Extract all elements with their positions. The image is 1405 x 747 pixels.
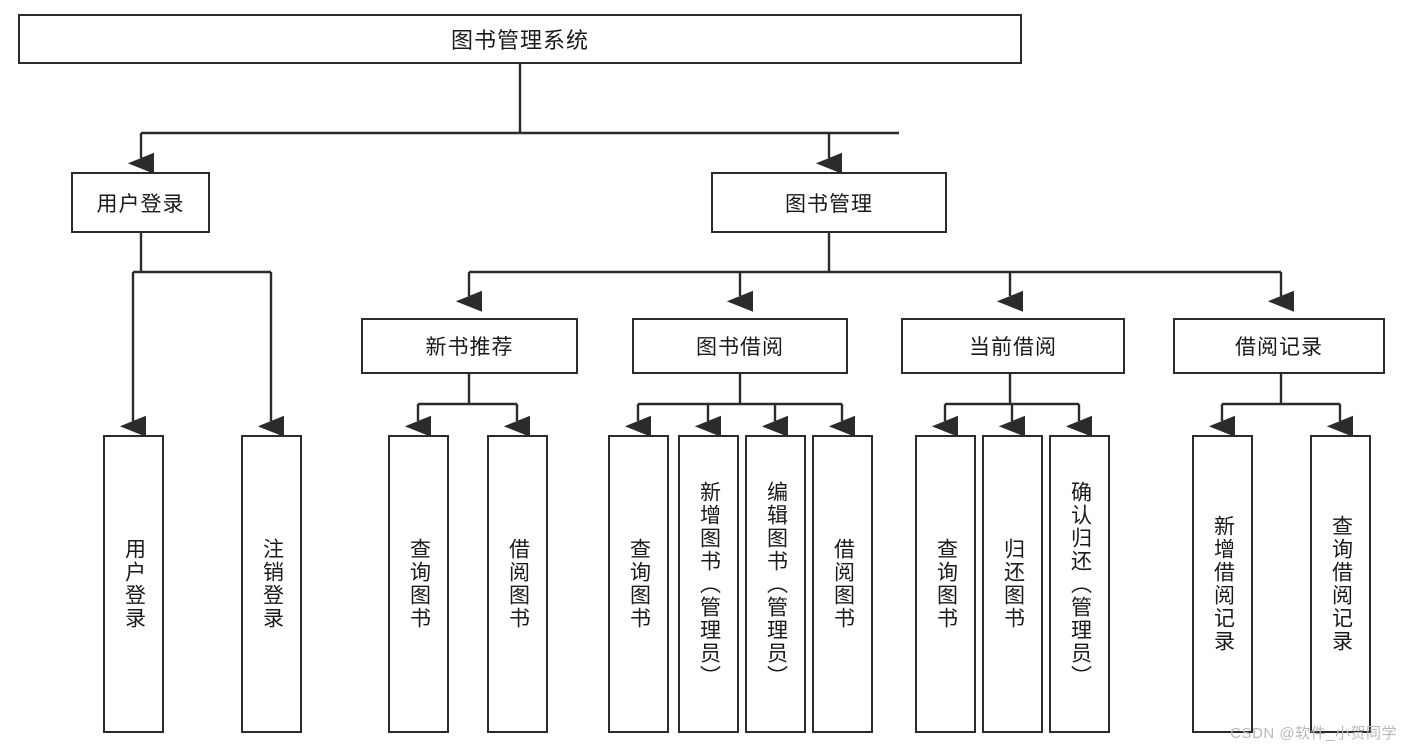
node-book-management[interactable]: 图书管理 xyxy=(711,172,947,233)
node-leaf-edit-book-admin[interactable]: 编辑图书（管理员） xyxy=(745,435,806,733)
node-leaf-query-book-new[interactable]: 查询图书 xyxy=(388,435,449,733)
node-label: 借阅图书 xyxy=(506,538,530,630)
node-book-borrowing[interactable]: 图书借阅 xyxy=(632,318,848,374)
node-new-book-recommendation[interactable]: 新书推荐 xyxy=(361,318,578,374)
node-leaf-borrow-book[interactable]: 借阅图书 xyxy=(812,435,873,733)
node-label: 当前借阅 xyxy=(969,336,1057,359)
node-label: 图书管理系统 xyxy=(450,28,589,53)
node-label: 借阅图书 xyxy=(831,538,855,630)
node-label: 新增图书（管理员） xyxy=(697,480,721,688)
node-label: 注销登录 xyxy=(260,538,284,630)
node-label: 归还图书 xyxy=(1001,538,1025,630)
node-leaf-add-book-admin[interactable]: 新增图书（管理员） xyxy=(678,435,739,733)
node-leaf-return-book[interactable]: 归还图书 xyxy=(982,435,1043,733)
node-label: 图书借阅 xyxy=(696,336,784,359)
node-leaf-user-login[interactable]: 用户登录 xyxy=(103,435,164,733)
node-leaf-user-logout[interactable]: 注销登录 xyxy=(241,435,302,733)
node-leaf-confirm-return-admin[interactable]: 确认归还（管理员） xyxy=(1049,435,1110,733)
node-root-book-management-system[interactable]: 图书管理系统 xyxy=(18,14,1022,64)
node-label: 图书管理 xyxy=(785,192,873,216)
node-label: 查询图书 xyxy=(934,538,958,630)
node-label: 编辑图书（管理员） xyxy=(764,480,788,688)
node-label: 借阅记录 xyxy=(1235,336,1323,359)
node-user-login[interactable]: 用户登录 xyxy=(71,172,210,233)
node-leaf-add-borrow-record[interactable]: 新增借阅记录 xyxy=(1192,435,1253,733)
node-borrowing-record[interactable]: 借阅记录 xyxy=(1173,318,1385,374)
watermark-text: CSDN @软件_小贺同学 xyxy=(1230,725,1397,742)
node-label: 查询图书 xyxy=(627,538,651,630)
node-label: 用户登录 xyxy=(122,538,146,630)
node-leaf-query-book-current[interactable]: 查询图书 xyxy=(915,435,976,733)
node-label: 用户登录 xyxy=(96,192,185,216)
node-leaf-query-borrow-record[interactable]: 查询借阅记录 xyxy=(1310,435,1371,733)
node-leaf-borrow-book-new[interactable]: 借阅图书 xyxy=(487,435,548,733)
node-label: 新书推荐 xyxy=(425,336,514,359)
node-leaf-query-book-borrow[interactable]: 查询图书 xyxy=(608,435,669,733)
node-label: 确认归还（管理员） xyxy=(1068,480,1092,688)
node-current-borrowing[interactable]: 当前借阅 xyxy=(901,318,1125,374)
node-label: 查询借阅记录 xyxy=(1329,515,1353,653)
node-label: 查询图书 xyxy=(407,538,431,630)
node-label: 新增借阅记录 xyxy=(1211,515,1235,653)
